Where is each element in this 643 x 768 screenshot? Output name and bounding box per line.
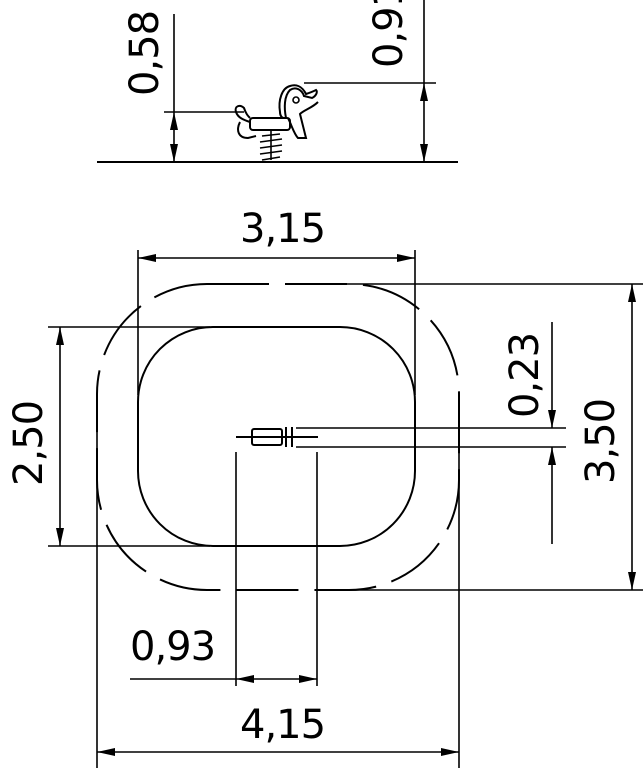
- dim-inner-depth-label: 2,50: [6, 401, 52, 486]
- equipment-symbol-icon: [236, 427, 318, 447]
- dim-total-depth-label: 3,50: [578, 399, 624, 484]
- dim-center-offset-label: 0,93: [130, 624, 215, 670]
- dim-inner-width-label: 3,15: [240, 206, 325, 252]
- inner-safety-zone: [137, 326, 416, 547]
- dim-spring-height-label: 0,58: [122, 11, 168, 96]
- spring-rider-icon: [234, 84, 319, 161]
- plan-view: 3,15 2,50 3,50 0,23 0,93: [6, 206, 643, 768]
- dim-anchor-offset-label: 0,23: [502, 333, 548, 418]
- dim-total-width-label: 4,15: [240, 702, 325, 748]
- dim-total-height-label: 0,91: [366, 0, 412, 68]
- elevation-view: 0,58 0,91: [97, 0, 458, 163]
